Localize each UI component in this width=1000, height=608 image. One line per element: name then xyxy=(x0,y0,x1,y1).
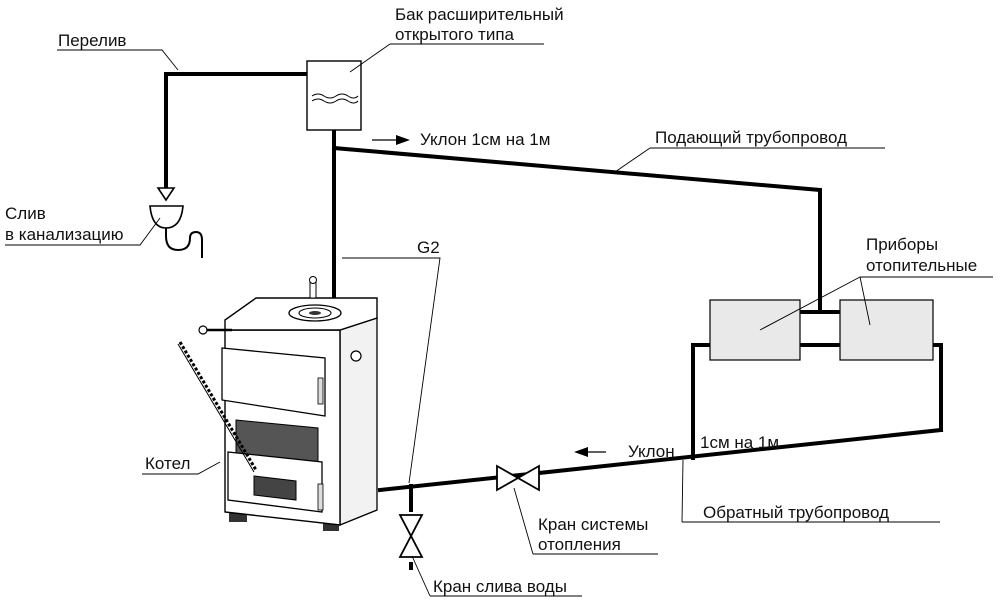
tank-label-line1: Бак расширительный xyxy=(395,5,564,24)
return-pipe xyxy=(377,427,944,493)
g2-label: G2 xyxy=(417,238,440,257)
tank-label-line2: открытого типа xyxy=(395,25,515,44)
slope-bottom-label-b: 1см на 1м xyxy=(700,433,779,452)
boiler xyxy=(177,276,378,531)
slope-bottom-label-a: Уклон xyxy=(628,442,675,461)
radiator-right xyxy=(839,299,934,361)
expansion-tank xyxy=(306,60,362,131)
radiator-left xyxy=(709,299,801,361)
boiler-label: Котел xyxy=(145,454,190,473)
system-valve-label-line2: отопления xyxy=(538,535,621,554)
overflow-pipe xyxy=(164,72,309,192)
system-valve xyxy=(496,464,540,492)
drain-valve-label: Кран слива воды xyxy=(433,577,567,596)
drain-valve xyxy=(398,512,424,562)
sewer-funnel xyxy=(149,187,203,258)
slope-top-label: Уклон 1см на 1м xyxy=(420,130,550,149)
system-valve-label-line1: Кран системы xyxy=(538,515,648,534)
drain-label-line1: Слив xyxy=(5,204,46,223)
leader-lines xyxy=(5,43,993,597)
drain-label-line2: в канализацию xyxy=(5,225,124,244)
overflow-label: Перелив xyxy=(58,31,126,50)
radiators-label-line2: отопительные xyxy=(866,256,977,275)
supply-pipe xyxy=(331,145,822,314)
radiator-connections xyxy=(691,310,943,460)
flow-arrow-return xyxy=(574,447,606,457)
return-pipe-label: Обратный трубопровод xyxy=(703,503,889,522)
flow-arrow-supply xyxy=(372,135,410,145)
radiators-label-line1: Приборы xyxy=(866,235,938,254)
supply-pipe-label: Подающий трубопровод xyxy=(655,128,847,147)
